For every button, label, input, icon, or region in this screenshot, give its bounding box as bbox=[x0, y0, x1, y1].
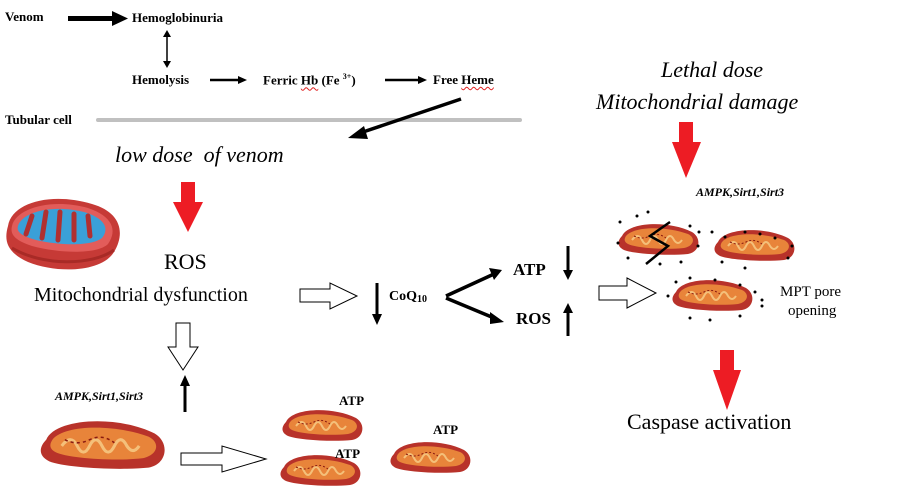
atp-decrease-label: ATP bbox=[513, 260, 546, 279]
ferric-hb-label: Ferric Hb (Fe 3+) bbox=[263, 72, 356, 88]
coq10-label: CoQ10 bbox=[389, 289, 427, 305]
ferric-hb-superscript: 3+ bbox=[342, 72, 352, 81]
ros-increase-arrow bbox=[563, 303, 573, 336]
ferric-hb-hb: Hb bbox=[300, 72, 319, 88]
low-dose-title: low dose of venom bbox=[115, 142, 284, 167]
ros-increase-label: ROS bbox=[516, 309, 551, 328]
lethal-dose-label: Lethal dose bbox=[661, 57, 764, 82]
mpt-pore-label: MPT pore bbox=[780, 284, 841, 300]
hemoglobinuria-label: Hemoglobinuria bbox=[132, 10, 224, 25]
hemolysis-to-ferric-arrow bbox=[210, 76, 247, 84]
ros-label: ROS bbox=[164, 249, 207, 274]
ampk-sirt-label-lethal: AMPK,Sirt1,Sirt3 bbox=[696, 185, 785, 199]
coq10-subscript: 10 bbox=[417, 294, 427, 305]
ferric-hb-close: ) bbox=[351, 72, 356, 88]
to-atp-mitochondria-hollow-arrow bbox=[180, 445, 268, 473]
ferric-hb-prefix: Ferric bbox=[263, 72, 301, 88]
mitochondrion-healthy-illustration bbox=[39, 419, 167, 471]
venom-to-hemoglobinuria-arrow bbox=[68, 11, 128, 26]
ampk-sirt-label-low-dose: AMPK,Sirt1,Sirt3 bbox=[55, 389, 144, 403]
free-heme-label: Free Heme bbox=[433, 72, 494, 88]
coq-decrease-arrow bbox=[372, 283, 382, 325]
tubular-cell-label: Tubular cell bbox=[5, 112, 72, 127]
mitochondrion-damaged-2 bbox=[713, 229, 796, 262]
venom-label: Venom bbox=[5, 9, 44, 24]
mitochondrion-atp-3 bbox=[389, 441, 472, 474]
free-heme-heme: Heme bbox=[461, 72, 494, 87]
ferric-to-free-heme-arrow bbox=[385, 76, 427, 84]
free-heme-to-low-dose-arrow bbox=[348, 97, 462, 139]
mitochondrial-damage-label: Mitochondrial damage bbox=[596, 89, 799, 114]
mitochondrial-dysfunction-label: Mitochondrial dysfunction bbox=[34, 284, 248, 306]
dysfunction-down-hollow-arrow bbox=[167, 322, 199, 371]
ampk-increase-arrow bbox=[180, 375, 190, 412]
atp-decrease-arrow bbox=[563, 246, 573, 280]
damage-zigzag-mark bbox=[645, 220, 671, 265]
atp-label-2: ATP bbox=[335, 446, 361, 461]
caspase-red-down-arrow bbox=[713, 350, 741, 410]
low-dose-red-down-arrow bbox=[173, 182, 203, 232]
atp-label-1: ATP bbox=[339, 393, 365, 408]
to-mpt-hollow-arrow bbox=[598, 277, 658, 309]
atp-label-3: ATP bbox=[433, 422, 459, 437]
coq-to-ros-arrow bbox=[445, 296, 504, 324]
free-heme-free: Free bbox=[433, 72, 462, 87]
tubular-cell-membrane-line bbox=[96, 118, 522, 122]
coq-to-atp-arrow bbox=[445, 268, 502, 298]
mitochondrion-large-illustration bbox=[6, 198, 120, 270]
caspase-activation-label: Caspase activation bbox=[627, 409, 792, 434]
mpt-opening-label: opening bbox=[788, 303, 837, 319]
mitochondrion-atp-1 bbox=[281, 409, 364, 442]
hemolysis-label: Hemolysis bbox=[132, 72, 190, 87]
lethal-dose-red-down-arrow bbox=[672, 122, 701, 178]
ros-leakage-dots bbox=[616, 210, 794, 322]
hemoglobinuria-hemolysis-double-arrow bbox=[163, 30, 171, 68]
dysfunction-to-coq-hollow-arrow bbox=[299, 282, 359, 310]
ferric-hb-fe: (Fe bbox=[318, 72, 343, 88]
coq10-base: CoQ bbox=[389, 289, 417, 304]
